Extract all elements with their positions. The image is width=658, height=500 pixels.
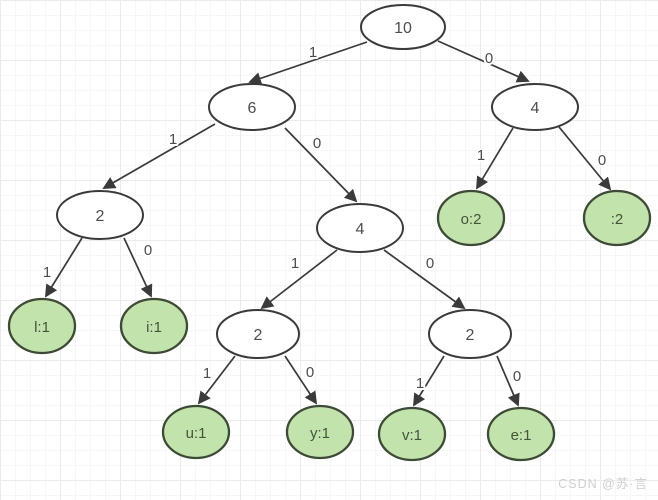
- edge-n2-mid-left-left: 1: [197, 355, 236, 405]
- leaf-label: y:1: [310, 425, 330, 442]
- edge-n2-left-left: 1: [41, 237, 83, 298]
- tree-node-root: 10: [360, 4, 446, 50]
- edge-bit-label: 0: [485, 50, 493, 67]
- node-label: 2: [466, 327, 475, 344]
- edge-n4-right-left: 1: [475, 127, 514, 190]
- edge-n4-mid-left: 1: [260, 249, 338, 310]
- edge-n4-mid-right: 0: [383, 249, 466, 310]
- edge-bit-label: 0: [513, 368, 521, 385]
- leaf-node-space2: :2: [582, 189, 652, 247]
- leaf-node-e1: e:1: [486, 406, 556, 462]
- edge-bit-label: 1: [477, 147, 485, 164]
- leaf-node-i1: i:1: [119, 297, 189, 355]
- leaf-label: :2: [611, 211, 624, 228]
- edge-n6-right: 0: [284, 127, 358, 203]
- tree-node-2-mid-right: 2: [428, 309, 512, 359]
- edge-bit-label: 0: [306, 364, 314, 381]
- node-label: 10: [394, 20, 412, 37]
- edge-n2-mid-right-left: 1: [413, 355, 445, 407]
- leaf-node-v1: v:1: [377, 406, 447, 462]
- leaf-label: v:1: [402, 427, 422, 444]
- node-label: 6: [248, 100, 257, 117]
- edge-bit-label: 1: [291, 255, 299, 272]
- tree-node-6: 6: [208, 83, 296, 131]
- edge-n2-mid-right-right: 0: [496, 355, 523, 407]
- leaf-node-l1: l:1: [7, 297, 77, 355]
- leaf-node-o2: o:2: [436, 189, 506, 247]
- leaf-label: o:2: [461, 211, 482, 228]
- edge-root-right: 0: [437, 40, 530, 83]
- tree-node-2-left: 2: [56, 190, 144, 240]
- tree-node-2-mid-left: 2: [216, 309, 300, 359]
- edge-bit-label: 1: [43, 264, 51, 281]
- edge-bit-label: 1: [203, 365, 211, 382]
- csdn-watermark: CSDN @苏·言: [558, 477, 648, 491]
- edge-bit-label: 1: [416, 375, 424, 392]
- edge-bit-label: 0: [598, 152, 606, 169]
- node-label: 4: [531, 100, 540, 117]
- edge-bit-label: 1: [309, 44, 317, 61]
- tree-node-4-right: 4: [491, 83, 579, 131]
- edge-n2-mid-left-right: 0: [284, 355, 318, 405]
- node-label: 2: [96, 208, 105, 225]
- leaf-label: u:1: [186, 425, 207, 442]
- leaf-node-u1: u:1: [161, 404, 231, 460]
- node-label: 4: [356, 221, 365, 238]
- leaf-label: i:1: [146, 319, 162, 336]
- edge-n2-left-right: 0: [123, 237, 154, 298]
- edge-bit-label: 0: [313, 135, 321, 152]
- edge-bit-label: 0: [144, 242, 152, 259]
- edge-n4-right-right: 0: [558, 126, 612, 191]
- leaf-label: l:1: [34, 319, 50, 336]
- edge-n6-left: 1: [102, 123, 216, 189]
- leaf-node-y1: y:1: [285, 404, 355, 460]
- edge-root-left: 1: [248, 41, 368, 85]
- leaf-label: e:1: [511, 427, 532, 444]
- edge-bit-label: 1: [169, 131, 177, 148]
- node-label: 2: [254, 327, 263, 344]
- tree-node-4-middle: 4: [316, 203, 404, 253]
- edge-bit-label: 0: [426, 255, 434, 272]
